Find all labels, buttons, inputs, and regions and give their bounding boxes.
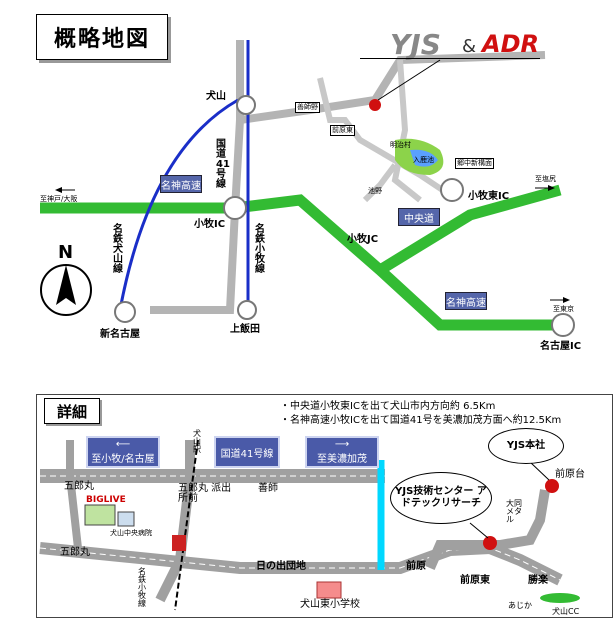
label-to-kobe: 至神戸/大阪 bbox=[40, 195, 78, 203]
biglive-store bbox=[84, 504, 116, 526]
yjs-center-pin bbox=[483, 536, 497, 550]
label-shin-nagoya: 新名古屋 bbox=[100, 329, 140, 340]
label-to-tokyo: 至東京 bbox=[553, 305, 574, 313]
nagoya-ic bbox=[551, 313, 575, 337]
yjs-pointer-line bbox=[377, 59, 441, 101]
label-meitetsu-komaki-detail: 名鉄小牧線 bbox=[138, 567, 146, 608]
golf-course-icon bbox=[540, 593, 580, 603]
label-north: N bbox=[58, 242, 74, 263]
side-road bbox=[66, 440, 82, 549]
chuo-sign: 中央道 bbox=[398, 208, 440, 226]
map-title: 概略地図 bbox=[36, 14, 168, 60]
hospital-icon bbox=[117, 511, 135, 527]
label-route41: 国道41号線 bbox=[216, 139, 230, 190]
logo-amp: & bbox=[462, 36, 477, 57]
arrow-right-icon bbox=[548, 185, 555, 191]
label-gorou-maru: 五郎丸 bbox=[64, 481, 94, 492]
school-icon bbox=[316, 581, 342, 599]
vertical-road-left bbox=[155, 440, 195, 603]
overview-map bbox=[40, 40, 575, 337]
arrow-left-icon: ⟵ bbox=[115, 439, 131, 450]
yjs-location-pin bbox=[369, 99, 381, 111]
label-meitetsu-komaki: 名鉄小牧線 bbox=[255, 224, 265, 275]
label-komaki-higashi-ic: 小牧東IC bbox=[468, 191, 510, 202]
label-meitetsu-inuyama: 名鉄犬山線 bbox=[113, 224, 123, 275]
meishin-sign: 名神高速 bbox=[160, 175, 202, 193]
label-maehara-higashi: 前原東 bbox=[460, 575, 490, 586]
label-school: 犬山東小学校 bbox=[300, 599, 360, 610]
label-komaki-ic: 小牧IC bbox=[194, 219, 226, 230]
label-to-shiojiri: 至塩尻 bbox=[535, 175, 556, 183]
rail-detail bbox=[174, 439, 199, 611]
label-biglive: BIGLIVE bbox=[86, 495, 126, 505]
sign-minokamo: ⟶ 至美濃加茂 bbox=[305, 436, 379, 468]
mailbox-icon bbox=[172, 535, 186, 551]
chuo-expressway bbox=[377, 184, 562, 275]
logo-yjs: YJS bbox=[390, 28, 441, 61]
shin-nagoya-station bbox=[114, 301, 136, 323]
label-inuyama-eki: 犬山駅 bbox=[193, 429, 201, 454]
komaki-ic bbox=[223, 196, 247, 220]
sign-route41: 国道41号線 bbox=[214, 436, 280, 468]
label-maehara-detail: 前原 bbox=[406, 561, 426, 572]
inuyama-station bbox=[236, 95, 256, 115]
local-road-2 bbox=[362, 163, 398, 203]
detail-frame bbox=[36, 394, 613, 618]
kamiiida-station bbox=[237, 300, 257, 320]
komaki-higashi-ic bbox=[440, 178, 464, 202]
label-ikeno: 池野 bbox=[368, 187, 382, 195]
label-inuyama-cc: 犬山CC bbox=[552, 607, 580, 616]
label-hinode: 日の出団地 bbox=[256, 561, 306, 572]
label-hospital: 犬山中央病院 bbox=[110, 529, 152, 537]
label-ajiro: あじか bbox=[508, 601, 532, 610]
meishin-sign-2: 名神高速 bbox=[445, 292, 487, 310]
label-kyoyu: 郷中新構面 bbox=[455, 158, 494, 169]
label-nagoya-ic: 名古屋IC bbox=[540, 341, 582, 352]
label-gorou-koban: 五郎丸 派出所前 bbox=[178, 483, 232, 504]
label-inuyama: 犬山 bbox=[206, 91, 226, 102]
yjs-hq-pin bbox=[545, 479, 559, 493]
callout-yjs-center: YJS技術センター アドテックリサーチ bbox=[390, 472, 492, 524]
label-komaki-jc: 小牧JC bbox=[347, 234, 379, 245]
label-katsuura: 勝楽 bbox=[528, 575, 548, 586]
north-arrow-icon bbox=[56, 265, 76, 305]
callout-yjs-hq: YJS本社 bbox=[488, 428, 564, 464]
arrow-right-icon: ⟶ bbox=[334, 439, 350, 450]
logo-adr: ADR bbox=[482, 30, 539, 58]
sign-komaki: ⟵ 至小牧/名古屋 bbox=[86, 436, 160, 468]
detail-note-1: ・中央道小牧東ICを出て犬山市内方向約 6.5Km bbox=[280, 401, 496, 412]
east-road bbox=[425, 489, 550, 570]
label-iruka: 入鹿池 bbox=[413, 156, 434, 164]
label-daido: 大同 メタル bbox=[506, 499, 522, 524]
logo-underline bbox=[360, 58, 540, 59]
label-gorou-maru-2: 五郎丸 bbox=[60, 547, 90, 558]
label-zenji: 善師 bbox=[258, 483, 278, 494]
meishin-expressway bbox=[40, 194, 560, 331]
label-kamiiida: 上飯田 bbox=[230, 324, 260, 335]
label-maehara-dai: 前原台 bbox=[555, 469, 585, 480]
arrow-right-icon-2 bbox=[563, 297, 570, 303]
detail-note-2: ・名神高速小牧ICを出て国道41号を美濃加茂方面へ約12.5Km bbox=[280, 415, 562, 426]
label-meijimura: 明治村 bbox=[390, 141, 411, 149]
label-maehara: 前原東 bbox=[330, 125, 355, 136]
pond-water bbox=[410, 149, 438, 167]
detail-title: 詳細 bbox=[44, 398, 100, 424]
arrow-left-icon bbox=[55, 187, 62, 193]
label-yoshi: 善師野 bbox=[295, 102, 320, 113]
